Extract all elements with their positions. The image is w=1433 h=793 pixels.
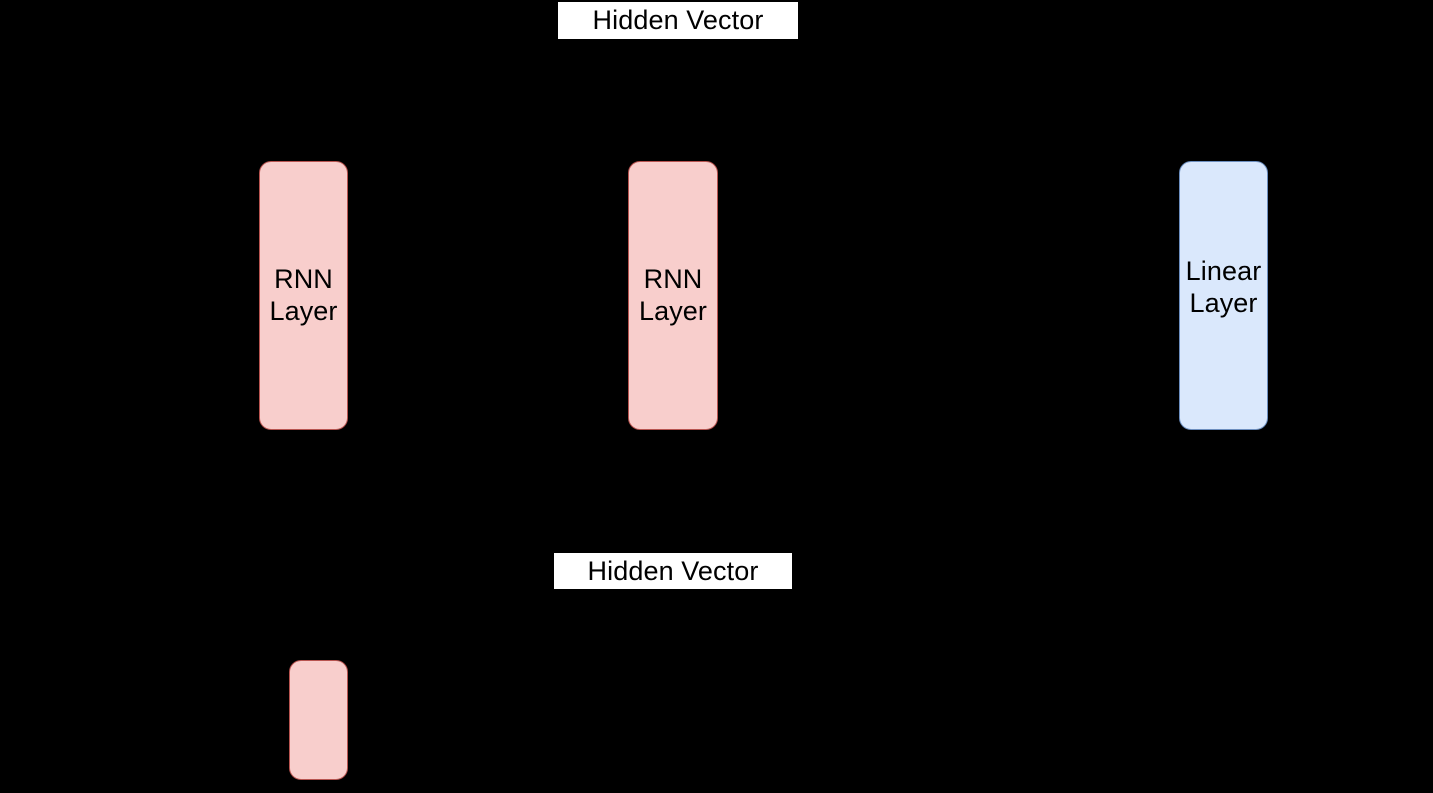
linear-layer-box[interactable]: Linear Layer — [1179, 161, 1268, 430]
hidden-vector-top-text: Hidden Vector — [592, 5, 764, 35]
hidden-vector-top-label[interactable]: Hidden Vector — [558, 2, 798, 39]
rnn-layer-2-label: RNN Layer — [638, 263, 708, 326]
rnn-layer-1-label: RNN Layer — [269, 263, 338, 326]
rnn-layer-1-box[interactable]: RNN Layer — [259, 161, 348, 430]
hidden-vector-bottom-text: Hidden Vector — [587, 555, 759, 586]
rnn-layer-2-box[interactable]: RNN Layer — [628, 161, 718, 430]
hidden-vector-bottom-label[interactable]: Hidden Vector — [554, 553, 792, 589]
rnn-layer-3-box[interactable] — [289, 660, 348, 780]
linear-layer-label: Linear Layer — [1185, 255, 1262, 318]
